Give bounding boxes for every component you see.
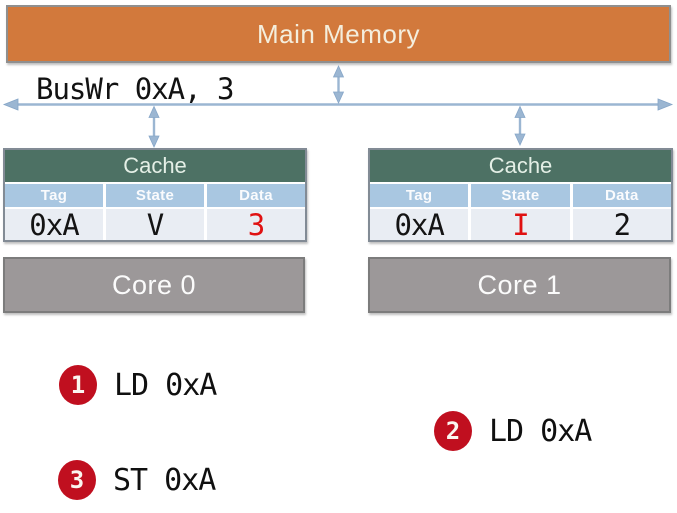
core-0-label: Core 0 (111, 269, 197, 300)
event-1: 1 LD 0xA (59, 365, 217, 405)
event-1-label: LD 0xA (114, 367, 217, 403)
event-2-badge: 2 (434, 411, 472, 451)
bus-transaction-label: BusWr 0xA, 3 (36, 72, 235, 106)
core-1-block: Core 1 (368, 257, 671, 313)
main-memory-block: Main Memory (6, 5, 671, 63)
cache-0-data-value: 3 (207, 208, 305, 242)
bus-left-arrowhead (2, 98, 19, 111)
cache-0-state-value: V (106, 208, 204, 242)
cache-0-block: Cache Tag State Data 0xA V 3 (3, 148, 307, 242)
event-2: 2 LD 0xA (434, 411, 592, 451)
cache-0-col-state: State (106, 184, 204, 207)
event-3-label: ST 0xA (113, 462, 216, 498)
cache-1-col-data: Data (572, 184, 671, 207)
cache-0-col-tag: Tag (5, 184, 103, 207)
memory-bus-arrow (332, 65, 345, 104)
cache-0-header-row: Tag State Data (5, 184, 305, 207)
cache-0-col-data: Data (207, 184, 305, 207)
core-0-block: Core 0 (3, 257, 305, 313)
event-2-label: LD 0xA (489, 413, 592, 449)
cache-1-header-row: Tag State Data (370, 184, 671, 207)
cache-0-title: Cache (5, 150, 305, 182)
cache-1-state-value: I (471, 208, 570, 242)
cache-1-title: Cache (370, 150, 671, 182)
cache-1-col-tag: Tag (370, 184, 469, 207)
event-1-badge: 1 (59, 365, 97, 405)
bus-cache0-arrow (148, 105, 160, 148)
bus-and-arrows (2, 65, 674, 148)
cache-1-data-value: 2 (572, 208, 671, 242)
bus-cache1-arrow (514, 105, 526, 146)
bus-right-arrowhead (657, 98, 674, 111)
cache-0-value-row: 0xA V 3 (5, 208, 305, 242)
cache-1-value-row: 0xA I 2 (370, 208, 671, 242)
event-3-badge: 3 (58, 460, 96, 500)
core-1-label: Core 1 (477, 269, 562, 300)
event-3: 3 ST 0xA (58, 460, 216, 500)
cache-1-block: Cache Tag State Data 0xA I 2 (368, 148, 673, 242)
cache-0-tag-value: 0xA (5, 208, 103, 242)
cache-1-tag-value: 0xA (370, 208, 469, 242)
cache-1-col-state: State (471, 184, 570, 207)
main-memory-label: Main Memory (257, 18, 420, 49)
